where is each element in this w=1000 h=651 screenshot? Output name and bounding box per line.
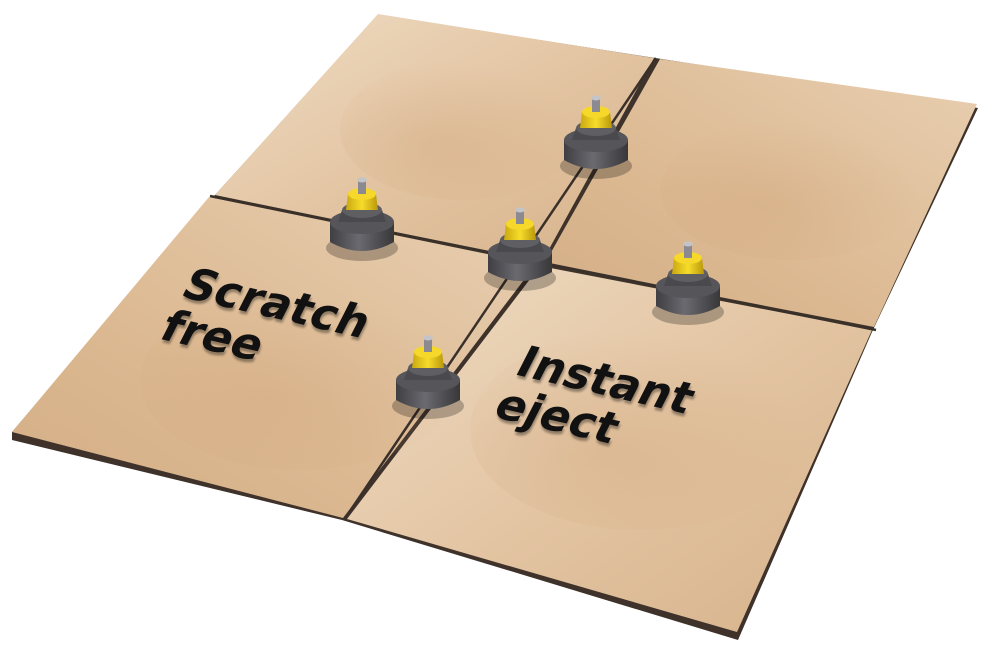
tile-leveling-scene: Scratch free Instant eject — [12, 14, 978, 640]
tile-illustration — [12, 14, 978, 640]
